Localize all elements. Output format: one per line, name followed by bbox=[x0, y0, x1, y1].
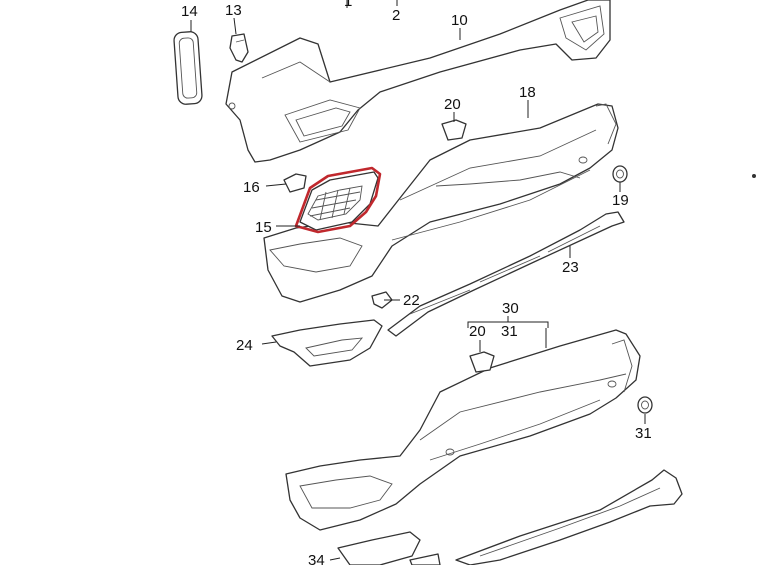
clip-part-22[interactable] bbox=[371, 291, 393, 309]
reflector-part[interactable] bbox=[173, 31, 203, 105]
callout-14: 14 bbox=[181, 3, 198, 20]
clip-part-20-lower[interactable] bbox=[469, 351, 495, 373]
cap-part-19[interactable] bbox=[612, 165, 628, 183]
trim-frame-24[interactable] bbox=[271, 319, 383, 367]
clip-part-20-upper[interactable] bbox=[441, 119, 467, 141]
callout-34: 34 bbox=[308, 552, 325, 565]
callout-15: 15 bbox=[255, 219, 272, 236]
callout-1: 1 bbox=[344, 0, 352, 10]
callout-30: 30 bbox=[502, 300, 519, 317]
callout-labels: 1 2 10 14 13 16 15 20 18 19 23 22 24 30 … bbox=[181, 0, 652, 565]
callout-18: 18 bbox=[519, 84, 536, 101]
lower-diffuser-variant[interactable] bbox=[455, 469, 683, 565]
leader-lines bbox=[190, 0, 646, 561]
edge-mark bbox=[752, 174, 756, 178]
bumper-cover-upper[interactable] bbox=[225, 0, 611, 163]
callout-20-upper: 20 bbox=[444, 96, 461, 113]
callout-31-lower: 31 bbox=[635, 425, 652, 442]
callout-20-lower: 20 bbox=[469, 323, 486, 340]
callout-24: 24 bbox=[236, 337, 253, 354]
bumper-cover-variant[interactable] bbox=[285, 329, 641, 531]
callout-13: 13 bbox=[225, 2, 242, 19]
callout-22: 22 bbox=[403, 292, 420, 309]
bumper-cover-lower[interactable] bbox=[263, 103, 619, 303]
cap-part-31[interactable] bbox=[637, 396, 653, 414]
callout-10: 10 bbox=[451, 12, 468, 29]
callout-16: 16 bbox=[243, 179, 260, 196]
callout-2: 2 bbox=[392, 7, 400, 24]
callout-19: 19 bbox=[612, 192, 629, 209]
bracket-clip-part[interactable] bbox=[229, 33, 249, 63]
trim-strip-23[interactable] bbox=[387, 211, 625, 337]
clip-part-16[interactable] bbox=[283, 173, 307, 193]
callout-23: 23 bbox=[562, 259, 579, 276]
callout-31-upper: 31 bbox=[501, 323, 518, 340]
trim-frame-34[interactable] bbox=[337, 531, 441, 565]
grille-insert-highlighted[interactable] bbox=[294, 166, 382, 234]
